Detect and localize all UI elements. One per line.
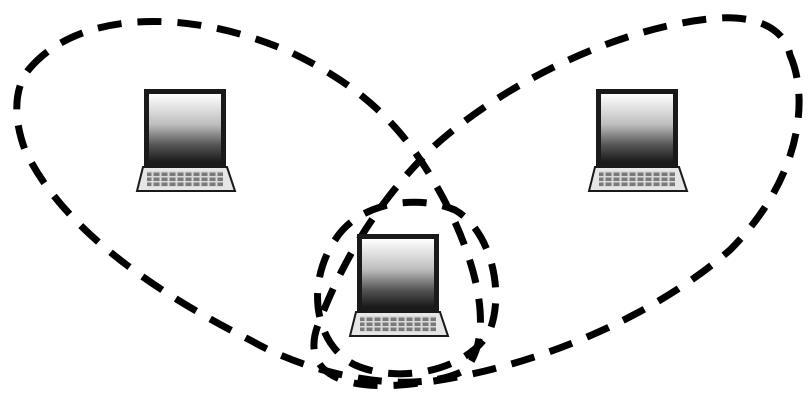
laptop-icon — [137, 89, 235, 191]
laptop-icon — [350, 234, 448, 336]
laptop-icon — [589, 89, 687, 191]
